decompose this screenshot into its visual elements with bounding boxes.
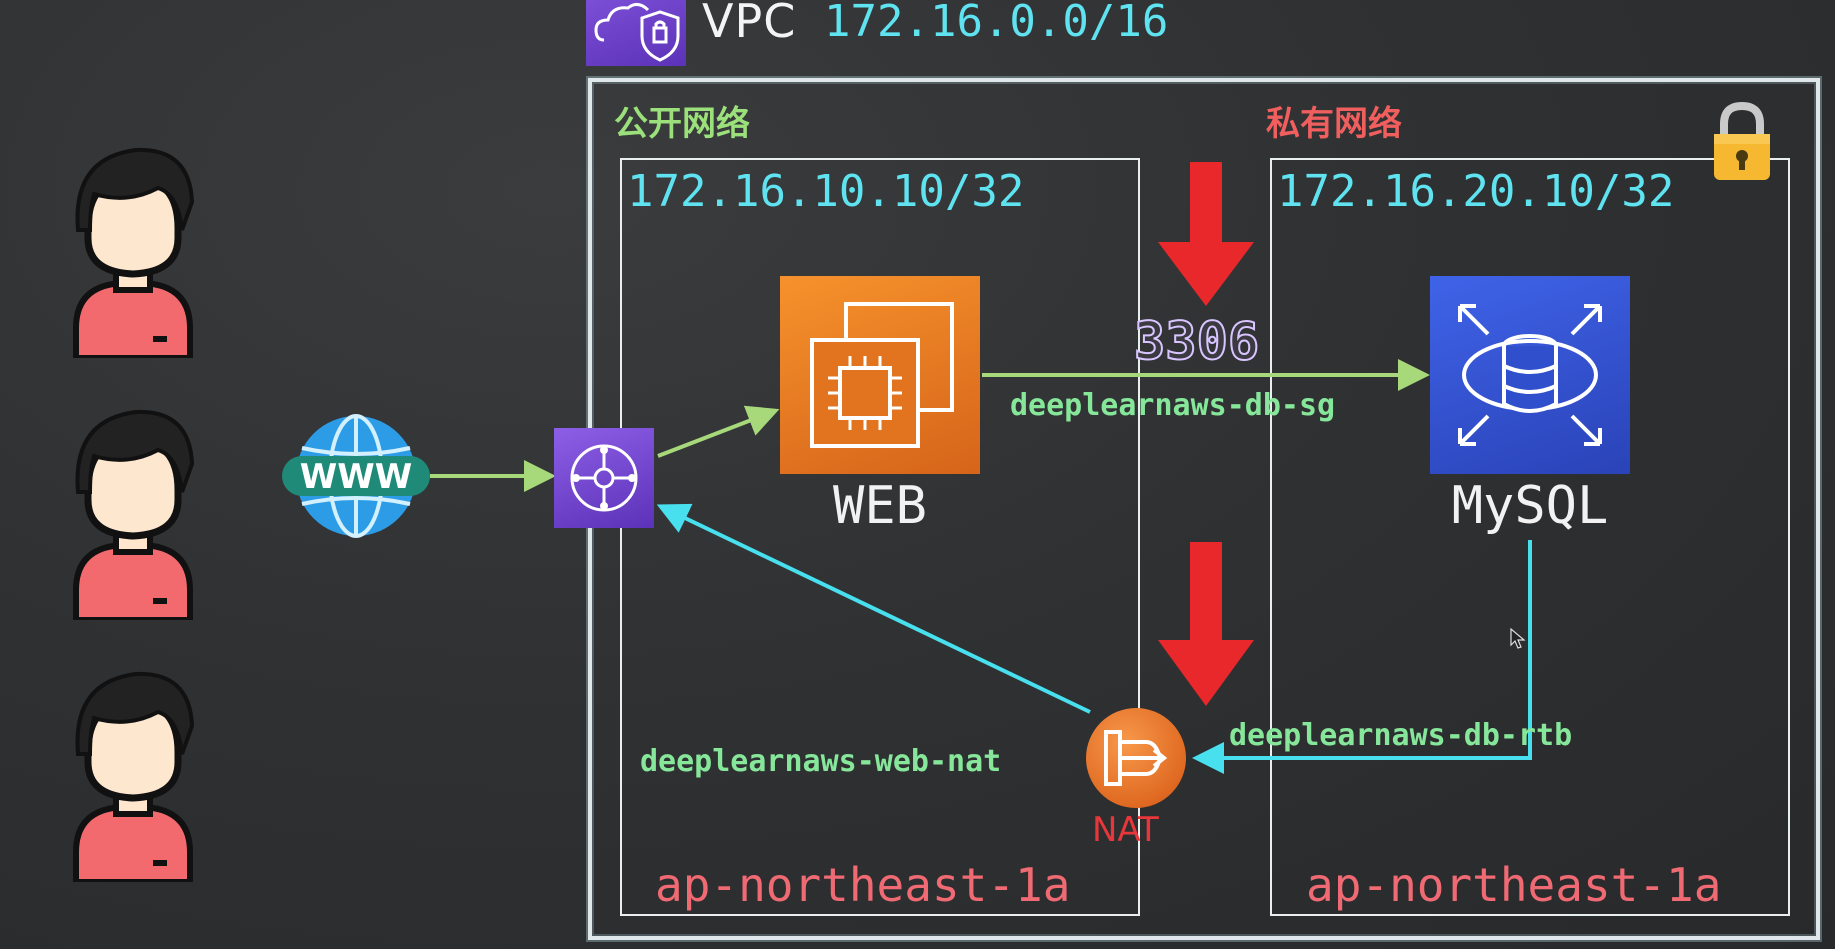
- lock-icon: [1714, 101, 1770, 180]
- user-avatar-icon: [73, 147, 195, 358]
- nat-gateway[interactable]: [1086, 708, 1186, 808]
- internet-gateway[interactable]: [554, 428, 654, 528]
- private-subnet-frame: [1270, 158, 1790, 916]
- rds-database-icon: [1458, 304, 1602, 446]
- globe-icon: WWW: [282, 414, 430, 538]
- route-table-label: deeplearnaws-db-rtb: [1229, 718, 1573, 753]
- private-subnet-az: ap-northeast-1a: [1306, 858, 1722, 912]
- vpc-cloud-shield-icon: [594, 3, 680, 62]
- port-label: 3306: [1133, 311, 1260, 373]
- ec2-chip-icon: [810, 302, 954, 448]
- public-network-label: 公开网络: [614, 104, 750, 144]
- red-arrow-port: [1158, 162, 1254, 306]
- public-subnet-cidr: 172.16.10.10/32: [627, 166, 1025, 217]
- nat-gateway-name-label: deeplearnaws-web-nat: [640, 744, 1002, 779]
- private-network-label: 私有网络: [1266, 104, 1402, 144]
- gateway-to-web-arrow: [657, 405, 780, 458]
- mouse-cursor-icon: [1510, 628, 1526, 649]
- nat-caption: NAT: [1092, 810, 1159, 850]
- security-group-label: deeplearnaws-db-sg: [1010, 388, 1336, 423]
- private-subnet-cidr: 172.16.20.10/32: [1277, 166, 1675, 217]
- red-arrow-route: [1158, 542, 1254, 706]
- web-ec2-instance[interactable]: [780, 276, 980, 474]
- db-to-nat-route-line: [1192, 540, 1532, 774]
- internet-gateway-icon: [570, 444, 638, 512]
- vpc-cidr: 172.16.0.0/16: [824, 0, 1169, 47]
- nat-gateway-icon: [1104, 730, 1168, 786]
- public-subnet-frame: [620, 158, 1140, 916]
- vpc-label: VPC: [702, 0, 797, 48]
- nat-to-gateway-arrow: [656, 503, 1091, 714]
- public-subnet-az: ap-northeast-1a: [655, 858, 1071, 912]
- mysql-label: MySQL: [1451, 476, 1609, 536]
- mysql-rds-instance[interactable]: [1430, 276, 1630, 474]
- vpc-badge: [586, 0, 686, 66]
- globe-text: WWW: [300, 457, 413, 497]
- web-label: WEB: [833, 476, 927, 536]
- user-avatar-icon: [73, 409, 195, 620]
- user-avatar-icon: [73, 671, 195, 882]
